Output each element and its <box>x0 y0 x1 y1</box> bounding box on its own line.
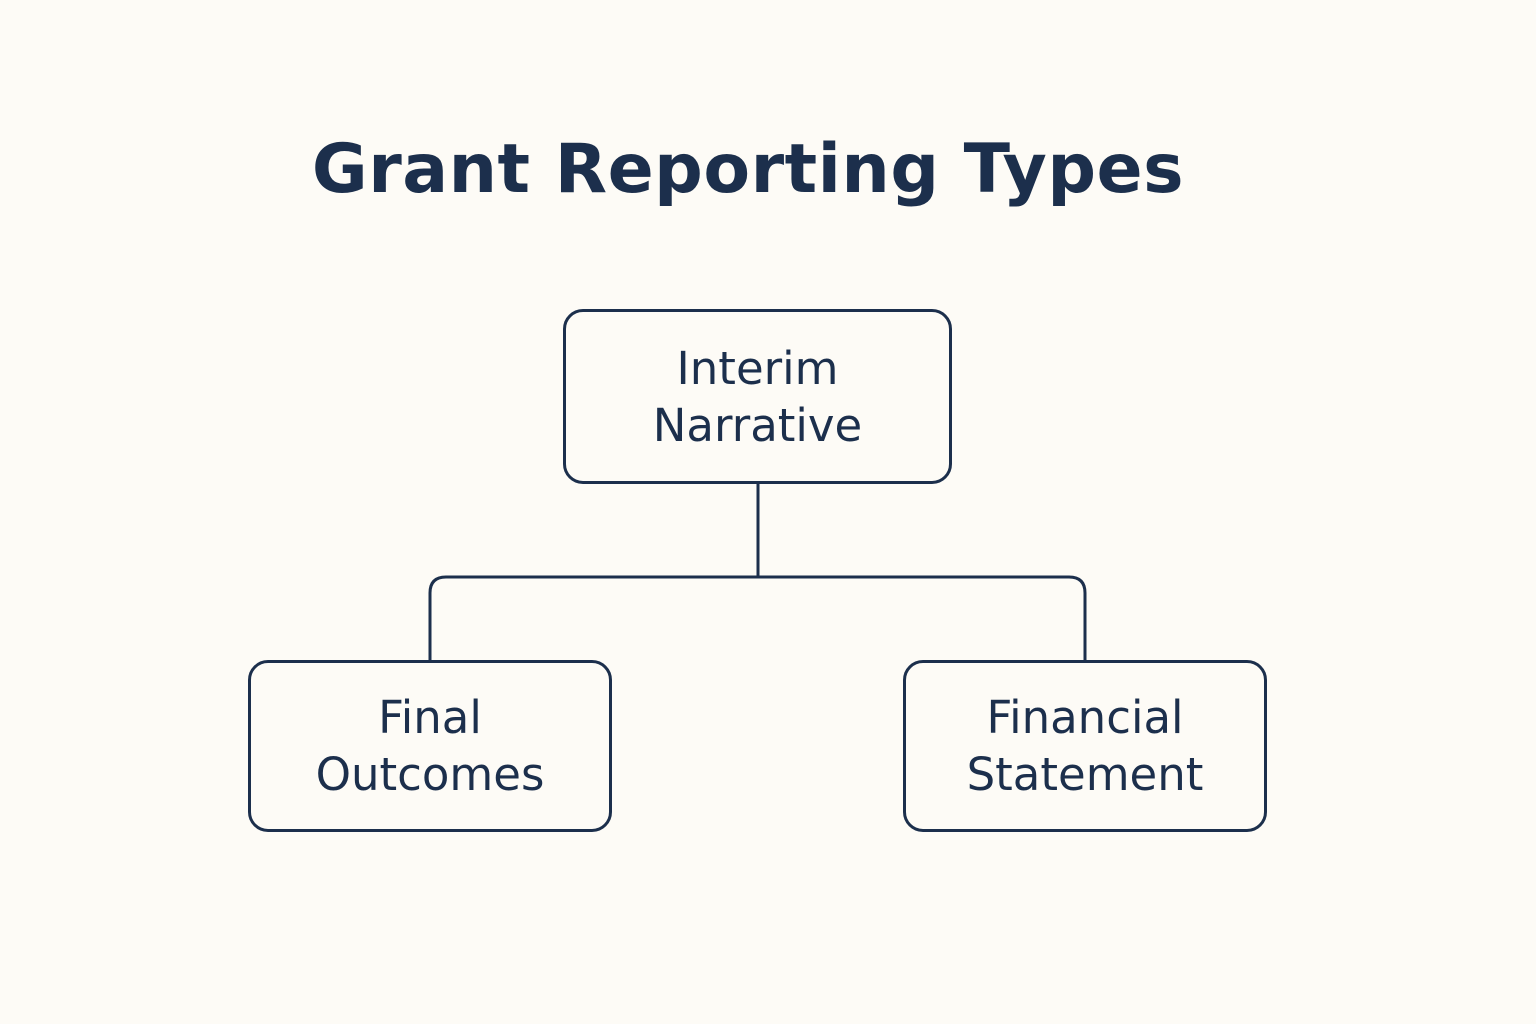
node-final-outcomes: Final Outcomes <box>248 660 612 832</box>
diagram-title: Grant Reporting Types <box>311 130 1185 209</box>
node-final-outcomes-label: Final Outcomes <box>316 689 545 803</box>
node-label-line: Financial <box>986 691 1184 744</box>
node-interim-narrative: Interim Narrative <box>563 309 952 484</box>
connector-root-to-final-outcomes <box>428 575 758 660</box>
node-label-line: Final <box>378 691 482 744</box>
node-label-line: Statement <box>966 748 1204 801</box>
node-financial-statement-label: Financial Statement <box>967 689 1204 803</box>
node-financial-statement: Financial Statement <box>903 660 1267 832</box>
node-label-line: Outcomes <box>315 748 545 801</box>
node-interim-narrative-label: Interim Narrative <box>653 340 863 454</box>
node-label-line: Narrative <box>652 398 863 452</box>
connector-root-to-financial-statement <box>758 575 1087 660</box>
node-label-line: Interim <box>676 341 839 395</box>
